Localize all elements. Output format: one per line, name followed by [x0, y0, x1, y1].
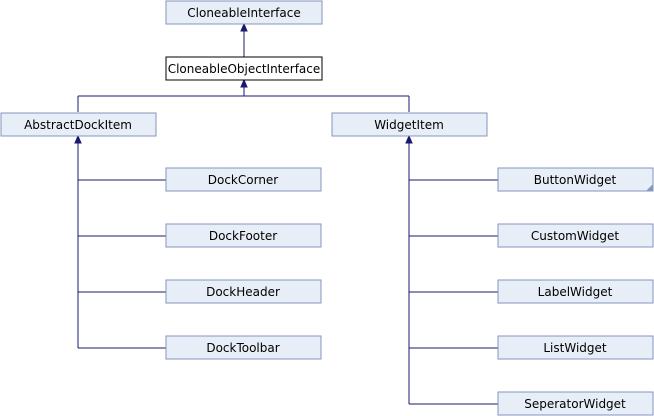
- node-dock-header[interactable]: DockHeader: [165, 279, 322, 304]
- arrowhead-cloneableinterface: [240, 22, 248, 32]
- more-derived-indicator-icon: [646, 184, 653, 191]
- node-dock-toolbar[interactable]: DockToolbar: [165, 335, 322, 360]
- edges: [74, 22, 498, 405]
- node-widget-item[interactable]: WidgetItem: [331, 112, 488, 137]
- node-cloneable-object-interface: CloneableObjectInterface: [165, 56, 323, 81]
- node-dock-corner[interactable]: DockCorner: [165, 167, 322, 192]
- node-custom-widget[interactable]: CustomWidget: [497, 223, 654, 248]
- svg-text:CloneableObjectInterface: CloneableObjectInterface: [168, 62, 321, 76]
- svg-text:CustomWidget: CustomWidget: [531, 229, 620, 243]
- node-button-widget[interactable]: ButtonWidget: [497, 167, 654, 192]
- svg-text:WidgetItem: WidgetItem: [374, 118, 444, 132]
- svg-text:DockHeader: DockHeader: [206, 285, 280, 299]
- svg-text:ListWidget: ListWidget: [543, 341, 607, 355]
- node-abstract-dock-item[interactable]: AbstractDockItem: [0, 112, 157, 137]
- arrowhead-cloneableobjectinterface: [240, 78, 248, 88]
- node-label-widget[interactable]: LabelWidget: [497, 279, 654, 304]
- svg-text:LabelWidget: LabelWidget: [538, 285, 613, 299]
- svg-text:SeperatorWidget: SeperatorWidget: [524, 397, 626, 411]
- svg-text:DockFooter: DockFooter: [209, 229, 277, 243]
- svg-text:DockCorner: DockCorner: [208, 173, 279, 187]
- svg-text:ButtonWidget: ButtonWidget: [534, 173, 617, 187]
- arrowhead-widgetitem: [405, 134, 413, 144]
- node-seperator-widget[interactable]: SeperatorWidget: [497, 391, 654, 416]
- svg-text:DockToolbar: DockToolbar: [206, 341, 279, 355]
- node-cloneable-interface[interactable]: CloneableInterface: [165, 0, 323, 25]
- svg-text:CloneableInterface: CloneableInterface: [187, 6, 300, 20]
- svg-text:AbstractDockItem: AbstractDockItem: [24, 118, 132, 132]
- arrowhead-abstractdockitem: [74, 134, 82, 144]
- node-list-widget[interactable]: ListWidget: [497, 335, 654, 360]
- node-dock-footer[interactable]: DockFooter: [165, 223, 322, 248]
